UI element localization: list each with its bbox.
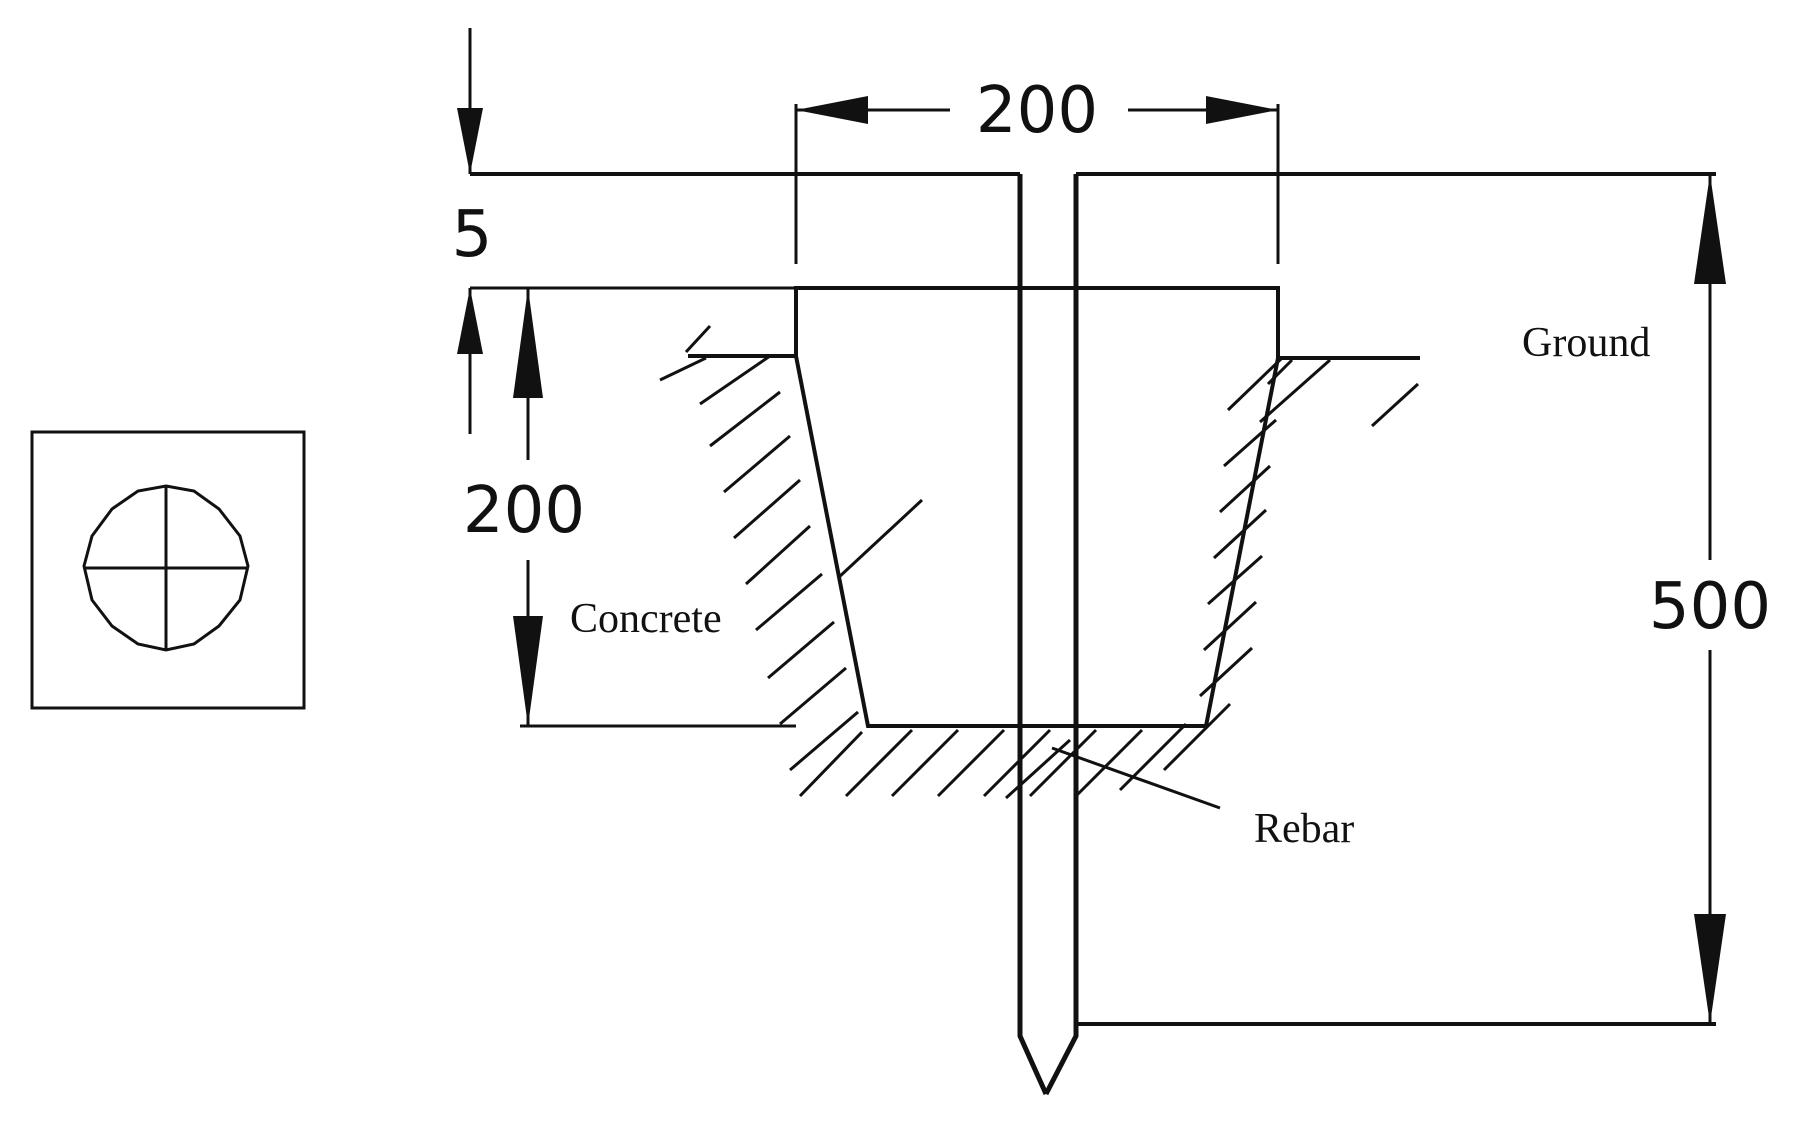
- arrow-up: [1694, 174, 1726, 284]
- dimension-concrete-depth: 200: [463, 288, 585, 726]
- arrow-down: [1694, 914, 1726, 1024]
- rebar-rod: [1017, 174, 1079, 1096]
- arrow-right: [1206, 96, 1278, 124]
- dimension-cover-depth: 5: [452, 28, 493, 434]
- arrow-down: [513, 616, 543, 726]
- plan-view: [30, 430, 306, 710]
- dimension-top-width: 200: [794, 74, 1280, 264]
- concrete-block: [794, 286, 1280, 728]
- dimension-cover-depth-value: 5: [452, 198, 493, 272]
- ground-label: Ground: [1522, 320, 1650, 366]
- concrete-label: Concrete: [570, 596, 722, 642]
- rebar-label: Rebar: [1254, 806, 1354, 852]
- arrow-up: [457, 288, 483, 354]
- soil-hatching: [659, 324, 1420, 800]
- arrow-left: [796, 96, 868, 124]
- dimension-concrete-depth-value: 200: [463, 474, 585, 548]
- arrow-down: [457, 108, 483, 174]
- dimension-top-width-value: 200: [976, 74, 1098, 148]
- plan-view-frame: [30, 430, 306, 710]
- dimension-rebar-length-value: 500: [1649, 570, 1771, 644]
- dimension-rebar-length: 500: [1649, 174, 1771, 1024]
- arrow-up: [513, 288, 543, 398]
- rebar-leader-line: [1051, 746, 1221, 810]
